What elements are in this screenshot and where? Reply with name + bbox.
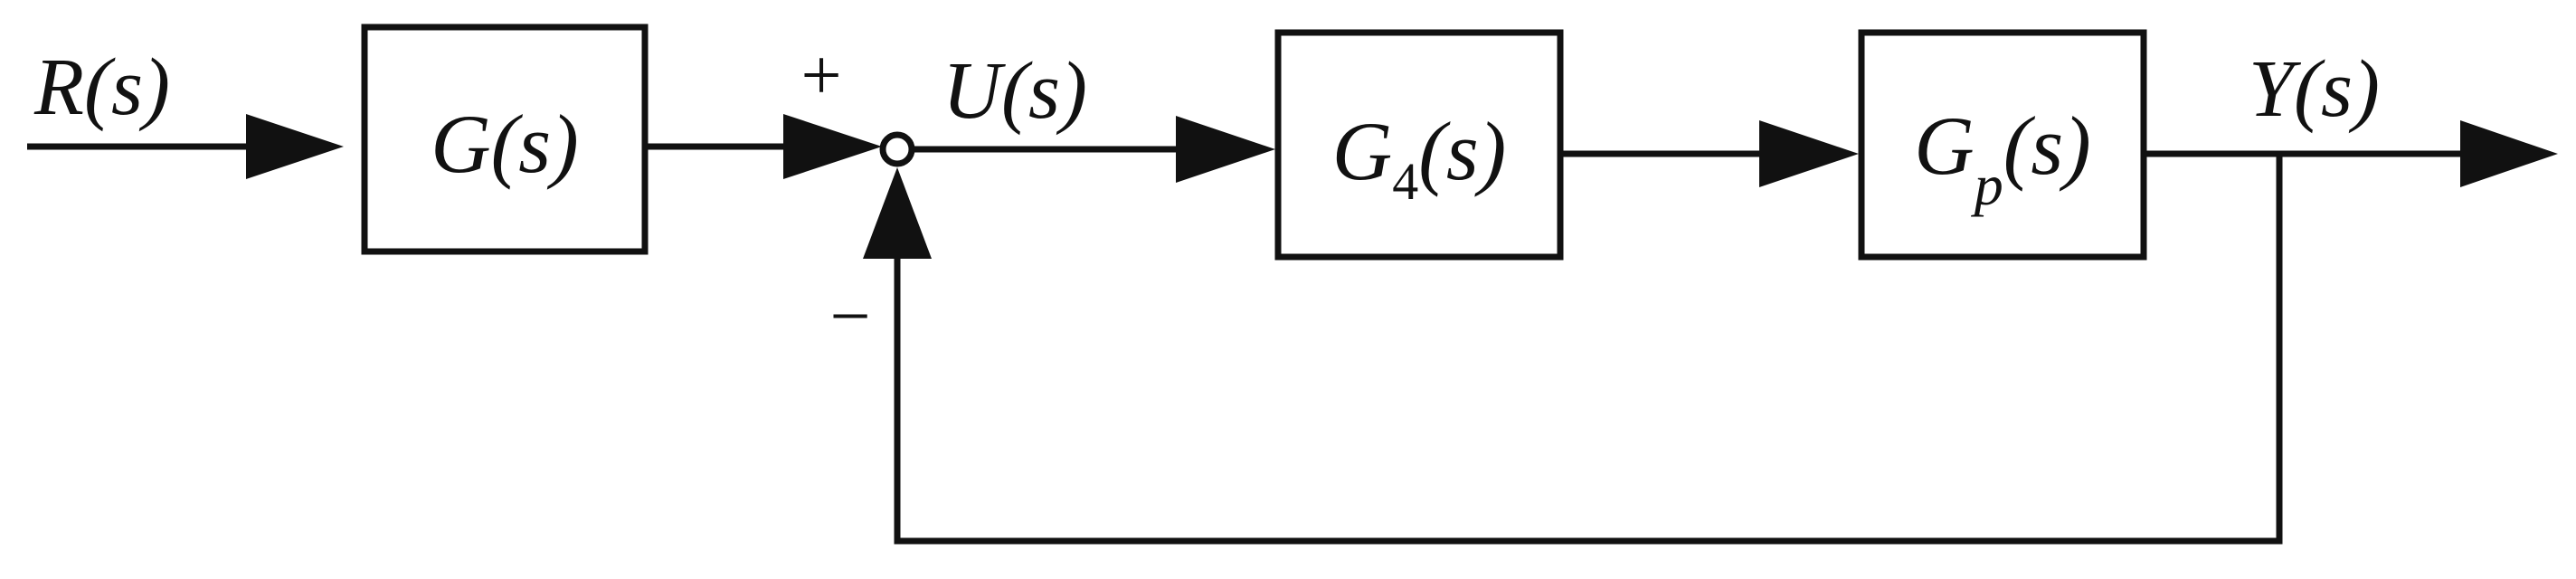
output-arrowhead [2460,120,2558,187]
summing-junction [879,131,915,167]
block-gp-label: Gp(s) [1914,100,2091,217]
sum-input-arrowhead [783,114,882,179]
g4-input-arrowhead [1176,116,1275,183]
input-label: R(s) [33,43,170,132]
block-g-label: G(s) [431,98,579,190]
input-arrowhead [246,114,344,179]
output-label: Y(s) [2249,44,2380,134]
block-g4 [1274,29,1564,261]
u-signal-label: U(s) [942,46,1087,136]
feedback-wire [894,154,2283,545]
block-gp [1858,29,2147,261]
plus-sign: + [800,36,841,116]
minus-sign: − [829,277,870,356]
block-g4-label: G4(s) [1332,105,1507,211]
gp-input-arrowhead [1759,120,1859,187]
feedback-arrowhead [863,167,932,259]
block-g [361,24,649,255]
